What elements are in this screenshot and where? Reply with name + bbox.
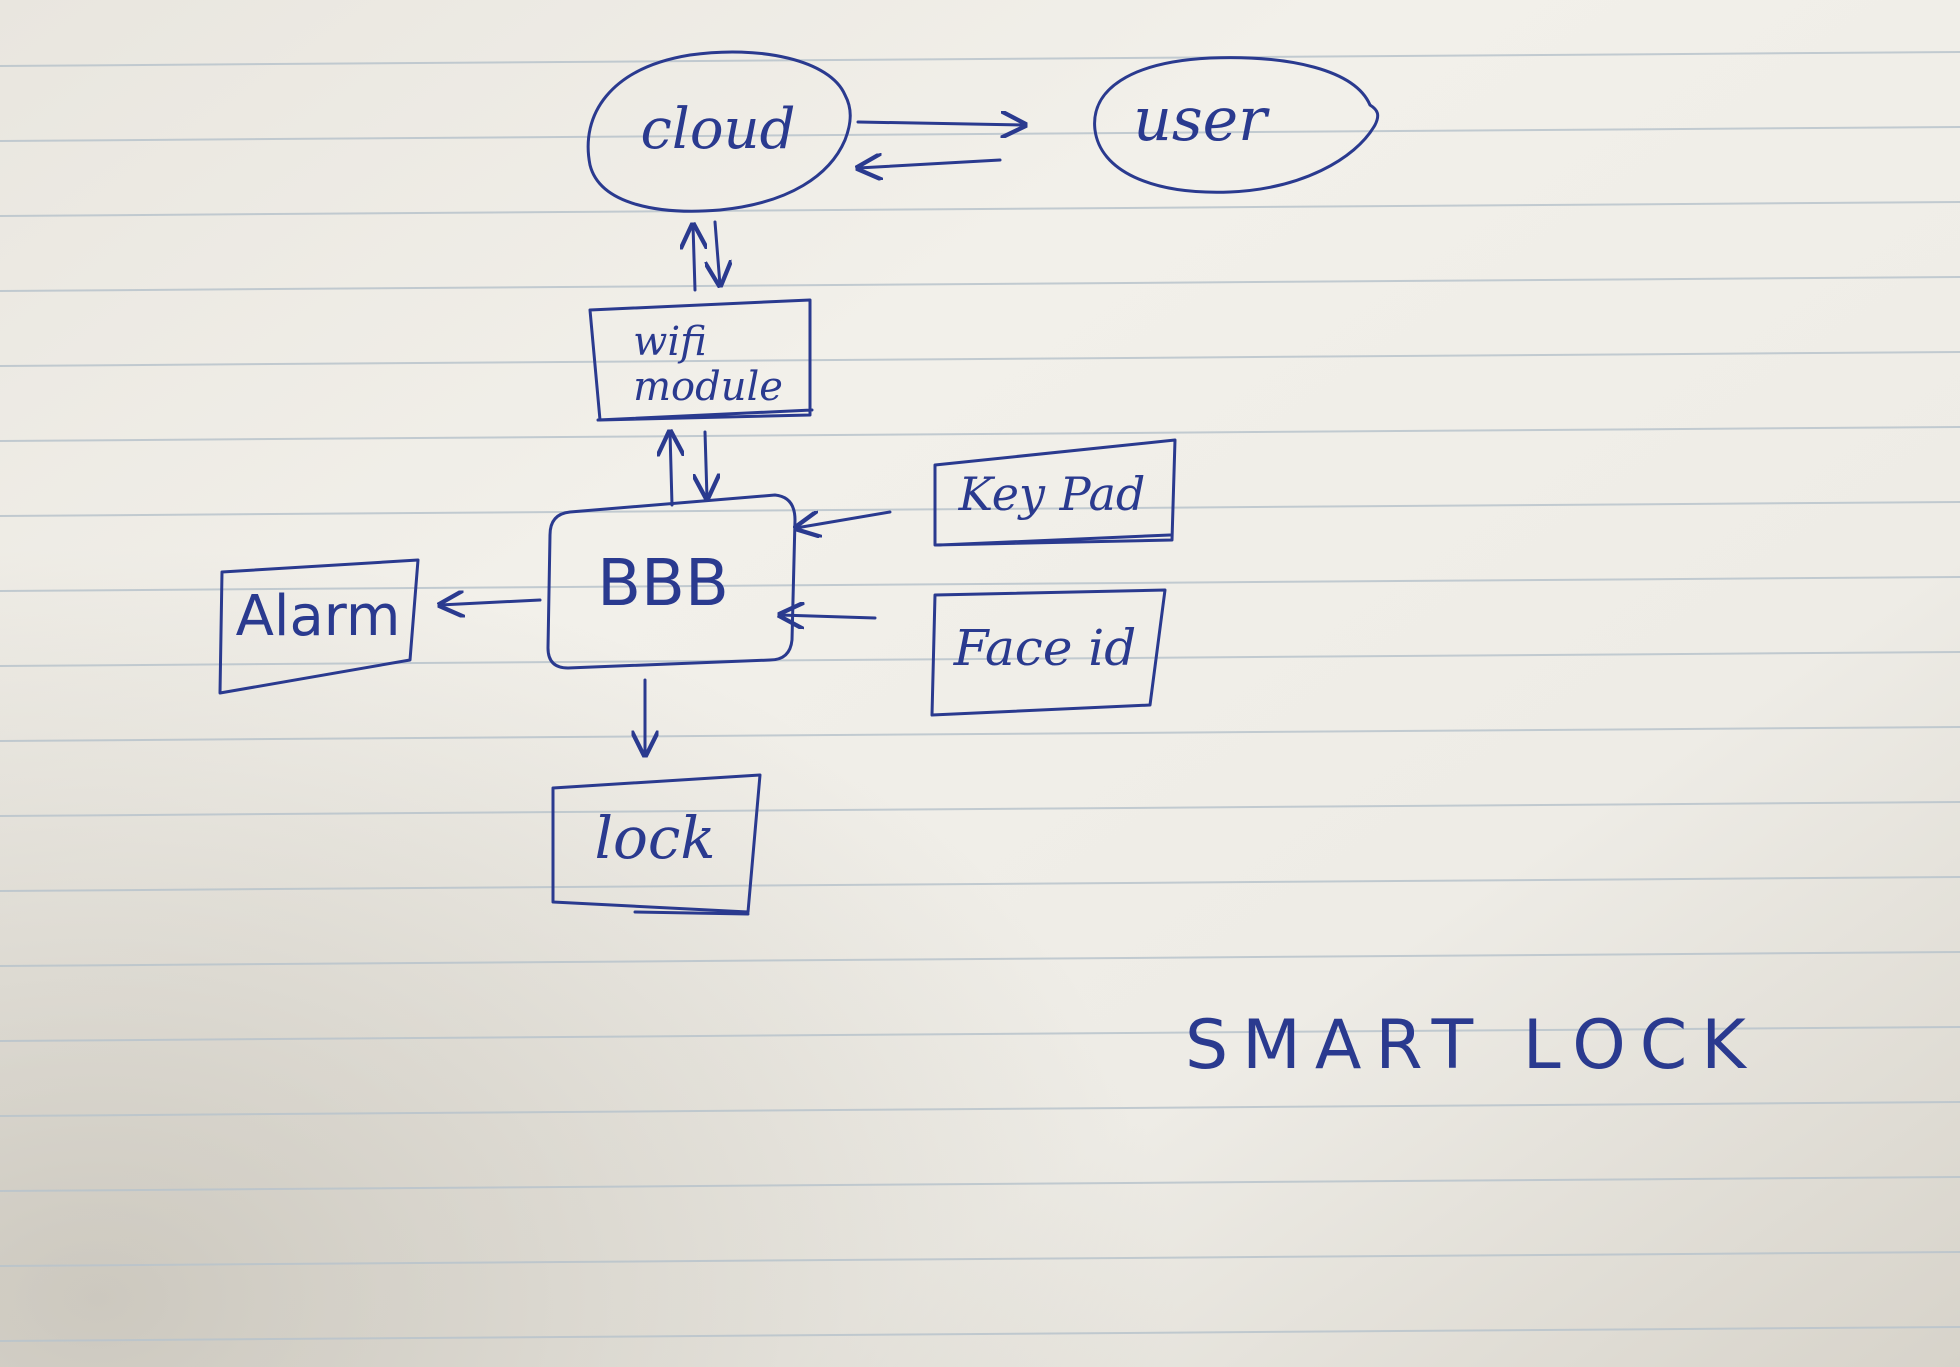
ruled-line (0, 1176, 1960, 1192)
edge-keypad-to-bbb (796, 510, 892, 528)
ruled-line (0, 501, 1960, 517)
wifi-label-line1: wifi (633, 319, 707, 365)
alarm-label: Alarm (236, 584, 401, 649)
edge-cloud-to-wifi (715, 220, 720, 285)
ruled-line (0, 126, 1960, 142)
cloud-label: cloud (641, 97, 796, 162)
ruled-line (0, 876, 1960, 892)
ruled-line (0, 1026, 1960, 1042)
ruled-line (0, 801, 1960, 817)
ruled-line (0, 351, 1960, 367)
bbb-box-outline (546, 493, 797, 670)
lock-label: lock (594, 804, 715, 872)
edge-bbb-to-wifi (670, 432, 672, 507)
ruled-lines (0, 51, 1960, 1342)
ruled-line (0, 201, 1960, 217)
faceid-box-outline (930, 588, 1167, 717)
lock-box-outline (551, 773, 762, 916)
ruled-line (0, 1326, 1960, 1342)
edge-bbb-to-alarm (440, 600, 542, 605)
ruled-line (0, 51, 1960, 67)
ruled-line (0, 276, 1960, 292)
ruled-line (0, 1251, 1960, 1267)
edge-wifi-to-cloud (693, 225, 695, 292)
ruled-line (0, 951, 1960, 967)
user-node-outline (1093, 56, 1380, 194)
ruled-line (0, 1101, 1960, 1117)
edge-user-to-cloud (858, 160, 1002, 168)
wifi-label-line2: module (633, 364, 783, 410)
edge-faceid-to-bbb (780, 615, 877, 618)
ruled-line (0, 651, 1960, 667)
edge-cloud-to-user (856, 122, 1025, 125)
bbb-label: BBB (597, 547, 729, 621)
faceid-label: Face id (953, 619, 1137, 677)
edge-wifi-to-bbb (705, 430, 707, 498)
wifi-module-box-outline (588, 298, 814, 422)
keypad-label: Key Pad (958, 467, 1146, 521)
ruled-line (0, 726, 1960, 742)
ruled-line (0, 426, 1960, 442)
diagram-title: SMART LOCK (1185, 1006, 1760, 1085)
ruled-line (0, 576, 1960, 592)
alarm-box-outline (218, 558, 420, 695)
keypad-box-outline (933, 438, 1177, 547)
cloud-node-outline (586, 50, 852, 213)
user-label: user (1133, 85, 1270, 155)
